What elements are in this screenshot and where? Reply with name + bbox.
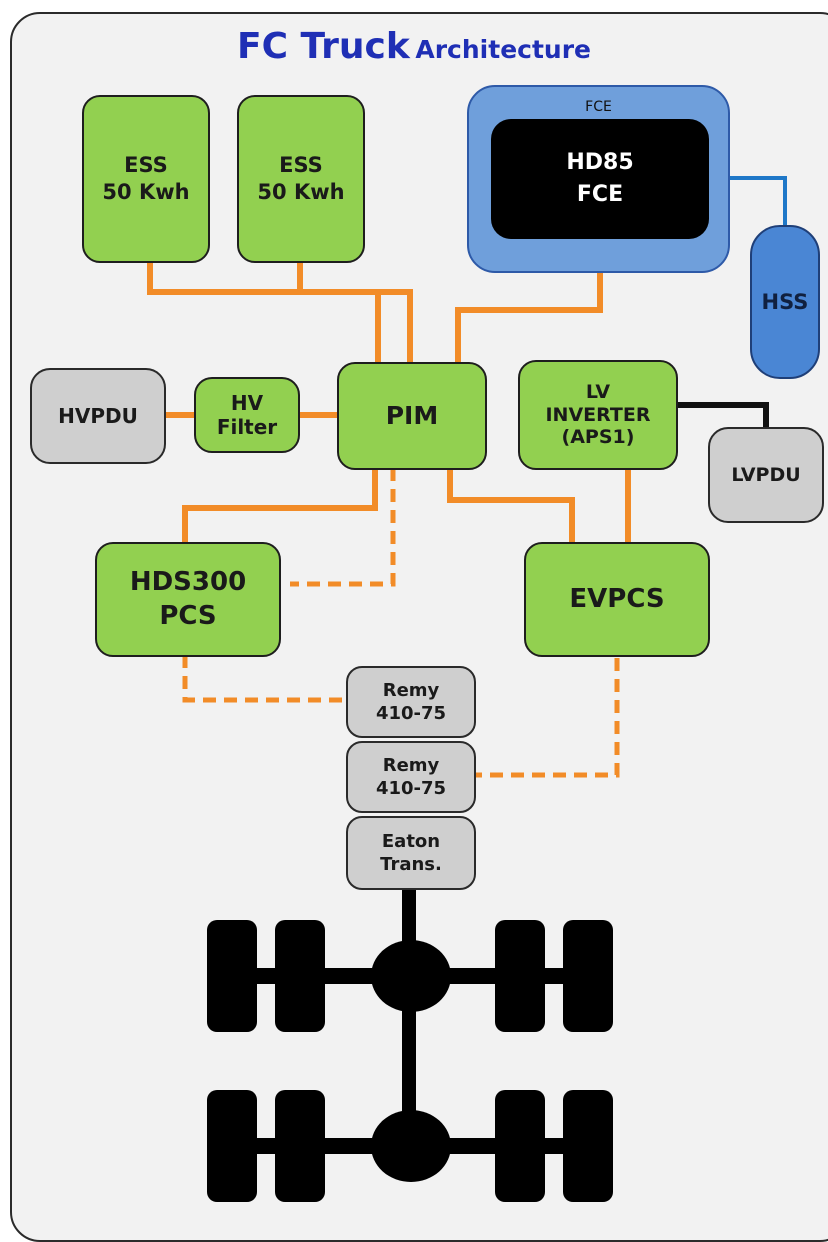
evpcs-box: EVPCS bbox=[524, 542, 710, 657]
rear-wheel-left-inner bbox=[275, 1090, 325, 1202]
rear-wheel-left-outer bbox=[207, 1090, 257, 1202]
rear-wheel-right-outer bbox=[563, 1090, 613, 1202]
lv-inverter-box: LV INVERTER (APS1) bbox=[518, 360, 678, 470]
hss-tank: HSS bbox=[750, 225, 820, 379]
fce-group: FCE HD85 FCE bbox=[467, 85, 730, 273]
hds300-pcs-box: HDS300 PCS bbox=[95, 542, 281, 657]
hvpdu-box: HVPDU bbox=[30, 368, 166, 464]
title-sub: Architecture bbox=[415, 35, 591, 64]
front-wheel-left-inner bbox=[275, 920, 325, 1032]
pim-hds300-dashed bbox=[290, 468, 396, 587]
ess-1-box: ESS 50 Kwh bbox=[82, 95, 210, 263]
motor-2-box: Remy 410-75 bbox=[346, 741, 476, 813]
title-main: FC Truck bbox=[236, 26, 410, 67]
rear-wheel-right-inner bbox=[495, 1090, 545, 1202]
hds300-motor1-dashed bbox=[182, 655, 347, 703]
pim-hds300-line bbox=[182, 468, 378, 542]
lvpdu-box: LVPDU bbox=[708, 427, 824, 523]
pim-evpcs-line bbox=[447, 468, 575, 542]
fce-pim-line bbox=[455, 273, 603, 362]
front-wheel-right-outer bbox=[563, 920, 613, 1032]
lvinv-lvpdu-line bbox=[678, 402, 769, 428]
front-wheel-right-inner bbox=[495, 920, 545, 1032]
ess2-pim-line bbox=[297, 262, 413, 362]
diagram-title: FC Truck Architecture bbox=[0, 26, 828, 67]
front-wheel-left-outer bbox=[207, 920, 257, 1032]
front-differential bbox=[371, 940, 451, 1012]
motor-1-box: Remy 410-75 bbox=[346, 666, 476, 738]
ess-2-box: ESS 50 Kwh bbox=[237, 95, 365, 263]
hv-filter-box: HV Filter bbox=[194, 377, 300, 453]
evpcs-motor2-dashed bbox=[476, 658, 620, 778]
pim-box: PIM bbox=[337, 362, 487, 470]
rear-differential bbox=[371, 1110, 451, 1182]
fce-box: HD85 FCE bbox=[491, 119, 709, 239]
fce-group-label: FCE bbox=[585, 99, 612, 115]
transmission-box: Eaton Trans. bbox=[346, 816, 476, 890]
ess1-pim-line bbox=[147, 262, 381, 362]
fce-hss-line bbox=[730, 176, 787, 226]
